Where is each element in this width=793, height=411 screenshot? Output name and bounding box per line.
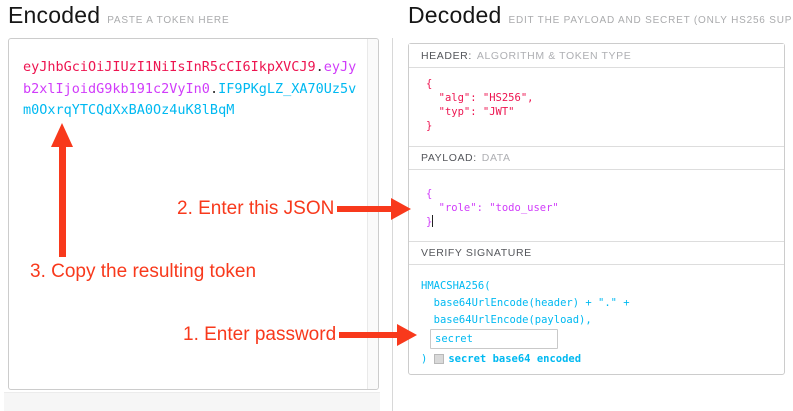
closing-paren: ) — [421, 353, 428, 365]
header-section-sublabel: ALGORITHM & TOKEN TYPE — [476, 49, 632, 62]
header-json-editor[interactable]: { "alg": "HS256", "typ": "JWT" } — [409, 68, 784, 146]
header-json-code[interactable]: { "alg": "HS256", "typ": "JWT" } — [426, 78, 534, 132]
arrowhead-right-icon — [397, 324, 418, 346]
arrowhead-up-icon — [51, 123, 73, 147]
payload-section-label: PAYLOAD: — [421, 152, 477, 164]
base64-encoded-label[interactable]: secret base64 encoded — [448, 353, 582, 365]
annotation-step-1: 1. Enter password — [183, 324, 337, 345]
signature-section-label: VERIFY SIGNATURE — [421, 247, 532, 259]
encoded-token-textarea[interactable]: eyJhbGciOiJIUzI1NiIsInR5cCI6IkpXVCJ9.eyJ… — [8, 38, 379, 390]
payload-json-code[interactable]: { "role": "todo_user" } — [426, 188, 559, 228]
header-section-label: HEADER: — [421, 49, 472, 62]
arrowhead-right-icon — [391, 198, 412, 220]
encoded-subheading: PASTE A TOKEN HERE — [107, 15, 230, 26]
base64-encoded-checkbox[interactable] — [434, 354, 445, 364]
annotation-step-2: 2. Enter this JSON — [177, 198, 335, 219]
annotation-step-2-row: 2. Enter this JSON — [177, 198, 412, 220]
encoded-heading: Encoded — [8, 2, 101, 28]
jwt-token-text[interactable]: eyJhbGciOiJIUzI1NiIsInR5cCI6IkpXVCJ9.eyJ… — [23, 59, 357, 118]
payload-section-bar: PAYLOAD: DATA — [409, 146, 784, 170]
decoded-panel-title: Decoded EDIT THE PAYLOAD AND SECRET (ONL… — [408, 2, 793, 29]
horizontal-scrollbar-track[interactable] — [4, 392, 380, 411]
decoded-heading: Decoded — [408, 2, 502, 28]
scrollbar-track[interactable] — [367, 39, 378, 389]
encoded-panel-title: Encoded PASTE A TOKEN HERE — [8, 2, 229, 29]
payload-json-editor[interactable]: { "role": "todo_user" } — [409, 170, 784, 241]
header-section-bar: HEADER: ALGORITHM & TOKEN TYPE — [409, 44, 784, 68]
secret-input[interactable] — [430, 329, 558, 349]
column-divider — [392, 38, 393, 411]
decoded-subheading: EDIT THE PAYLOAD AND SECRET (ONLY HS256 … — [508, 15, 793, 26]
annotation-step-1-row: 1. Enter password — [183, 324, 418, 346]
signature-section-bar: VERIFY SIGNATURE — [409, 241, 784, 265]
text-cursor — [432, 215, 434, 227]
signature-area: HMACSHA256( base64UrlEncode(header) + ".… — [409, 265, 784, 375]
signature-formula-code: HMACSHA256( base64UrlEncode(header) + ".… — [421, 280, 630, 326]
decoded-panel: HEADER: ALGORITHM & TOKEN TYPE { "alg": … — [408, 43, 785, 375]
arrow-to-token — [51, 123, 73, 257]
payload-section-sublabel: DATA — [481, 152, 511, 164]
annotation-step-3: 3. Copy the resulting token — [30, 261, 257, 282]
